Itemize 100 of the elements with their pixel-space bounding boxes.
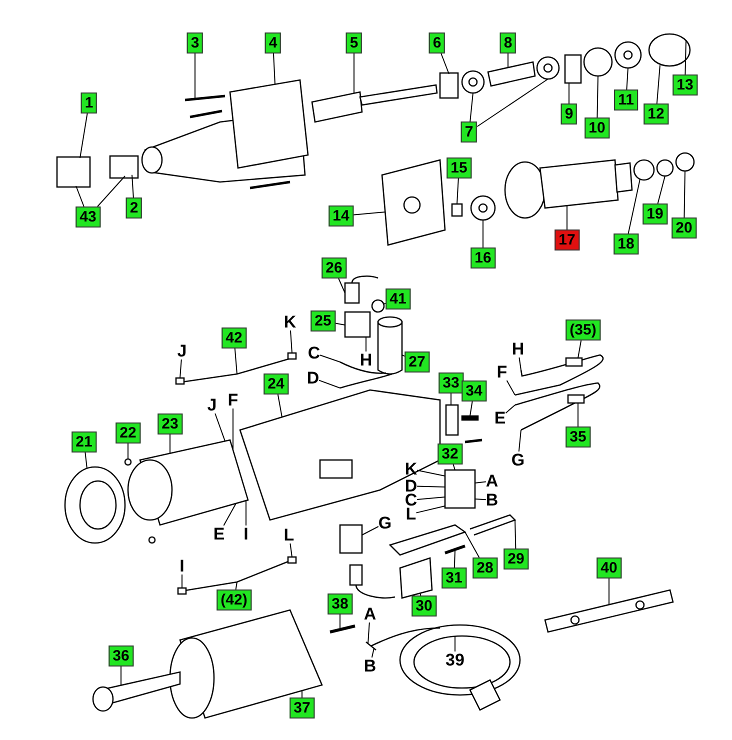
terminal-letter: A bbox=[486, 472, 498, 490]
gear-housing bbox=[141, 79, 309, 183]
terminal-letter: C bbox=[404, 492, 418, 508]
callout-number: 18 bbox=[614, 234, 638, 254]
callout-number: 24 bbox=[264, 374, 288, 394]
callout-number: 26 bbox=[322, 258, 346, 278]
callout-number: 28 bbox=[472, 558, 498, 578]
leader-line bbox=[234, 348, 238, 374]
terminal-letter: G bbox=[511, 452, 525, 468]
leader-line bbox=[456, 178, 459, 204]
screw bbox=[464, 438, 482, 444]
leader-line bbox=[362, 526, 379, 536]
ring bbox=[675, 152, 695, 172]
washer bbox=[656, 159, 674, 177]
leader-line bbox=[506, 380, 516, 396]
callout-number: 34 bbox=[462, 380, 486, 402]
leader-line bbox=[318, 380, 340, 388]
brush-holder bbox=[344, 311, 371, 338]
leader-line bbox=[290, 330, 292, 354]
leader-line bbox=[596, 76, 598, 118]
callout-number: 27 bbox=[404, 352, 430, 372]
callout-number: 41 bbox=[386, 288, 410, 310]
armature bbox=[504, 159, 633, 219]
carbon-brush bbox=[344, 276, 378, 304]
needle-bearing bbox=[564, 54, 582, 84]
screw bbox=[190, 110, 222, 118]
bearing bbox=[633, 159, 655, 181]
spring bbox=[444, 544, 466, 554]
terminal-letter: A bbox=[364, 606, 376, 622]
switch bbox=[339, 524, 363, 554]
callout-number: (42) bbox=[216, 590, 252, 610]
leader-line bbox=[214, 413, 226, 442]
terminal-letter: H bbox=[360, 352, 372, 368]
leader-line bbox=[450, 393, 452, 406]
leader-line bbox=[628, 178, 640, 234]
switch-button bbox=[399, 557, 433, 599]
leader-line bbox=[518, 430, 522, 452]
terminal-letter: K bbox=[404, 460, 418, 478]
callout-number: 4 bbox=[264, 32, 282, 54]
capacitor bbox=[339, 316, 403, 389]
leader-line bbox=[352, 212, 386, 216]
screw bbox=[184, 94, 226, 102]
suppressor-lead bbox=[514, 382, 600, 431]
terminal-letter: L bbox=[406, 506, 416, 522]
screw bbox=[461, 415, 479, 421]
terminal-letter: E bbox=[213, 526, 225, 542]
suppressor bbox=[349, 564, 396, 598]
spacer bbox=[451, 203, 463, 217]
callout-number: 23 bbox=[158, 414, 182, 434]
leader-line bbox=[684, 170, 686, 218]
leader-line bbox=[464, 532, 480, 558]
terminal-letter: C bbox=[308, 344, 320, 362]
leader-line bbox=[518, 357, 522, 370]
leader-line bbox=[454, 636, 456, 652]
flange bbox=[614, 41, 642, 69]
callout-number: 42 bbox=[222, 328, 246, 348]
leader-line bbox=[470, 92, 474, 122]
leader-line bbox=[277, 394, 282, 418]
hose-nozzle bbox=[92, 671, 181, 712]
leader-line bbox=[416, 486, 446, 488]
leader-line bbox=[97, 176, 126, 207]
ring bbox=[439, 72, 459, 99]
flange bbox=[648, 33, 691, 67]
circlip bbox=[583, 47, 613, 77]
callout-number: 31 bbox=[442, 568, 466, 588]
leader-line bbox=[440, 53, 450, 74]
leader-line bbox=[657, 176, 666, 204]
suppressor-lead bbox=[514, 354, 604, 396]
callout-number: 5 bbox=[346, 32, 362, 54]
callout-number: 15 bbox=[446, 158, 472, 178]
leader-line bbox=[402, 354, 406, 357]
callout-number: 17 bbox=[554, 230, 580, 250]
collet bbox=[109, 155, 139, 179]
pin bbox=[124, 458, 132, 466]
callout-number: 8 bbox=[500, 32, 516, 54]
terminal-letter: J bbox=[207, 396, 217, 414]
leader-line bbox=[505, 404, 516, 414]
terminal-letter: I bbox=[180, 558, 184, 574]
callout-number: 13 bbox=[672, 74, 698, 96]
leader-line bbox=[290, 543, 292, 558]
callout-number: 7 bbox=[460, 122, 478, 142]
leader-line bbox=[273, 53, 276, 85]
terminal-letter: D bbox=[306, 370, 320, 386]
callout-number: 20 bbox=[672, 218, 696, 238]
callout-number: 9 bbox=[560, 104, 578, 124]
callout-number: 11 bbox=[614, 90, 638, 110]
leader-line bbox=[338, 278, 346, 294]
leader-line bbox=[656, 64, 660, 104]
leader-line bbox=[80, 113, 88, 158]
leader-line bbox=[194, 53, 196, 100]
leader-line bbox=[578, 340, 582, 358]
terminal-letter: F bbox=[496, 364, 508, 380]
leader-line bbox=[235, 582, 238, 590]
wrench bbox=[544, 589, 674, 633]
leader-line bbox=[84, 452, 88, 469]
leader-line bbox=[223, 502, 236, 526]
leader-line bbox=[566, 205, 568, 230]
nut bbox=[56, 156, 91, 188]
terminal-letter: I bbox=[244, 526, 248, 542]
callout-number: 10 bbox=[584, 118, 610, 138]
